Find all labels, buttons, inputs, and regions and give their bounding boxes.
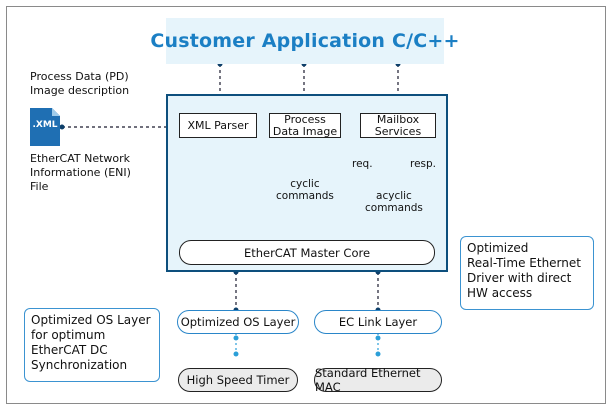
customer-application-bar: Customer Application C/C++ bbox=[150, 18, 459, 64]
master-core-box: EtherCAT Master Core bbox=[179, 240, 435, 265]
cyclic-commands-label: cyclic commands bbox=[276, 178, 334, 202]
diagram-frame bbox=[6, 6, 606, 404]
ec-link-layer-box: EC Link Layer bbox=[314, 310, 442, 334]
eni-label: EtherCAT Network Informatione (ENI) File bbox=[30, 152, 131, 193]
high-speed-timer-box: High Speed Timer bbox=[178, 368, 298, 392]
ethernet-driver-callout: Optimized Real-Time Ethernet Driver with… bbox=[460, 236, 594, 310]
app-title: Customer Application C/C++ bbox=[150, 30, 460, 52]
mailbox-services-box: Mailbox Services bbox=[360, 113, 436, 138]
os-layer-box: Optimized OS Layer bbox=[177, 310, 299, 334]
xml-parser-box: XML Parser bbox=[179, 113, 257, 138]
os-layer-callout: Optimized OS Layer for optimum EtherCAT … bbox=[24, 308, 160, 382]
pd-label: Process Data (PD) Image description bbox=[30, 70, 130, 97]
xml-icon-text: .XML bbox=[32, 120, 58, 130]
req-label: req. bbox=[352, 158, 373, 170]
acyclic-commands-label: acyclic commands bbox=[365, 190, 423, 214]
resp-label: resp. bbox=[410, 158, 437, 170]
process-data-image-box: Process Data Image bbox=[269, 113, 341, 138]
xml-file-icon bbox=[30, 108, 60, 146]
ethernet-mac-box: Standard Ethernet MAC bbox=[314, 366, 442, 394]
